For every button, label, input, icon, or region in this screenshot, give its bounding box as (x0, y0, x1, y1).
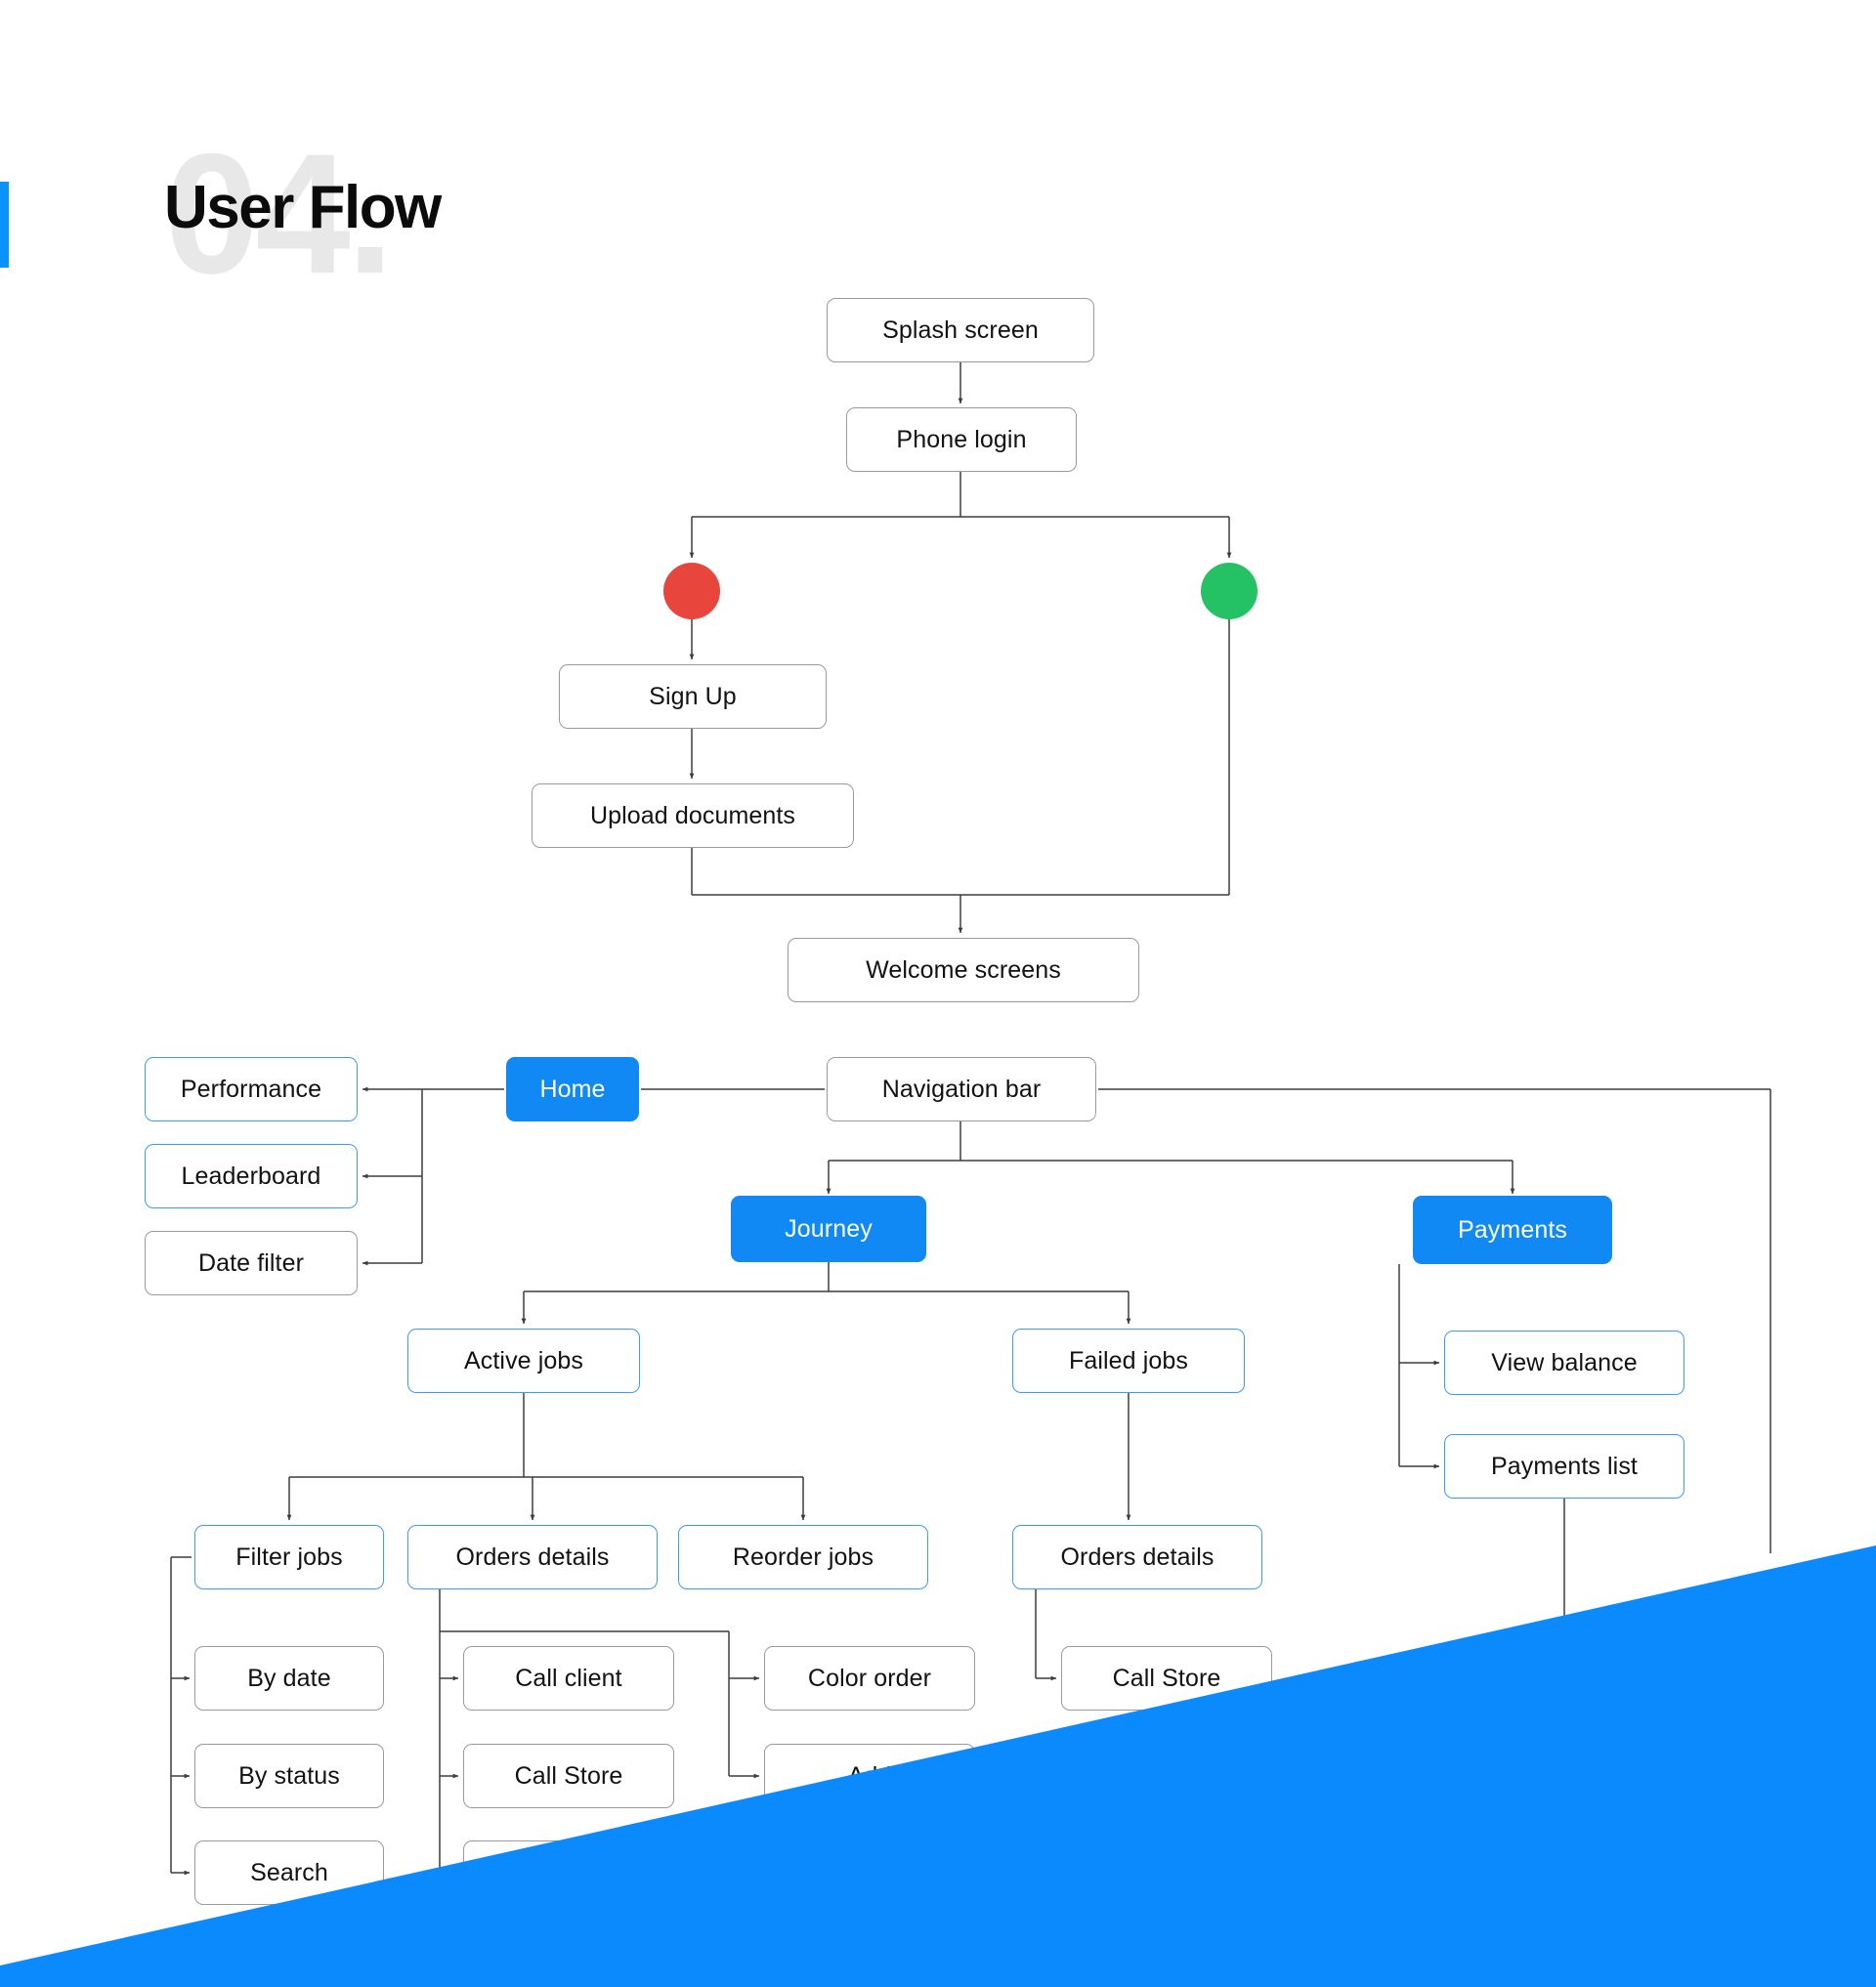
flow-node-label: Performance (180, 1075, 322, 1103)
flow-node-filter-jobs[interactable]: Filter jobs (194, 1525, 384, 1589)
flow-node-label: Home (539, 1075, 606, 1103)
flow-node-label: Orders details (1060, 1543, 1215, 1571)
flow-node-by-date[interactable]: By date (194, 1646, 384, 1711)
flow-node-upload-docs[interactable]: Upload documents (532, 783, 854, 848)
flow-node-payments[interactable]: Payments (1413, 1196, 1612, 1264)
flow-node-label: Call client (515, 1664, 622, 1692)
flow-node-label: By status (238, 1761, 340, 1790)
flow-node-label: Orders details (455, 1543, 610, 1571)
flow-node-nav-bar[interactable]: Navigation bar (827, 1057, 1096, 1121)
flow-node-view-balance[interactable]: View balance (1444, 1331, 1684, 1395)
flow-node-hidden-1[interactable] (463, 1840, 674, 1905)
flow-node-call-client[interactable]: Call client (463, 1646, 674, 1711)
flow-node-label: Sign Up (649, 682, 737, 710)
flow-node-label: Leaderboard (181, 1162, 321, 1190)
flow-node-label: Call Store (1112, 1664, 1221, 1692)
flow-node-search[interactable]: Search (194, 1840, 384, 1905)
flow-node-label: Welcome screens (866, 955, 1061, 984)
flow-node-label: Phone login (896, 425, 1027, 453)
decision-node-green[interactable] (1201, 563, 1258, 619)
flow-node-payments-list[interactable]: Payments list (1444, 1434, 1684, 1499)
flow-node-label: Splash screen (882, 316, 1039, 344)
flow-node-reorder-jobs[interactable]: Reorder jobs (678, 1525, 928, 1589)
flow-node-active-jobs[interactable]: Active jobs (407, 1329, 640, 1393)
flow-node-phone-login[interactable]: Phone login (846, 407, 1077, 472)
flow-node-by-status[interactable]: By status (194, 1744, 384, 1808)
flow-node-journey[interactable]: Journey (731, 1196, 926, 1262)
flow-node-date-filter[interactable]: Date filter (145, 1231, 358, 1295)
flow-node-label: Call Store (514, 1761, 623, 1790)
flow-node-label: Navigation bar (881, 1075, 1042, 1103)
flow-node-label: Add (847, 1761, 892, 1790)
flow-node-label: Payments list (1491, 1452, 1638, 1480)
accent-bar (0, 182, 9, 268)
flow-node-label: Active jobs (464, 1346, 583, 1374)
flow-node-label: Date filter (197, 1248, 305, 1277)
section-number-watermark: 04. (164, 119, 394, 310)
flow-node-label: By date (247, 1664, 331, 1692)
flow-node-label: Payments (1458, 1215, 1567, 1244)
flow-node-call-store-1[interactable]: Call Store (463, 1744, 674, 1808)
flow-node-label: Journey (785, 1214, 873, 1243)
page-title: User Flow (164, 174, 442, 241)
flow-node-call-store-2[interactable]: Call Store (1061, 1646, 1272, 1711)
flow-node-label: Failed jobs (1069, 1346, 1188, 1374)
flow-node-failed-jobs[interactable]: Failed jobs (1012, 1329, 1245, 1393)
flow-node-welcome[interactable]: Welcome screens (788, 938, 1139, 1002)
flow-node-label: Upload documents (589, 801, 796, 829)
decision-node-red[interactable] (663, 563, 720, 619)
flow-node-performance[interactable]: Performance (145, 1057, 358, 1121)
flow-node-splash[interactable]: Splash screen (827, 298, 1094, 362)
flow-node-label: View balance (1491, 1348, 1638, 1376)
flow-node-home[interactable]: Home (506, 1057, 639, 1121)
flow-node-label: Search (250, 1858, 328, 1886)
flow-node-orders-1[interactable]: Orders details (407, 1525, 658, 1589)
flow-node-add-item[interactable]: Add (764, 1744, 975, 1808)
flow-node-label: Color order (807, 1664, 932, 1692)
flow-node-label: Reorder jobs (732, 1543, 874, 1571)
flow-node-leaderboard[interactable]: Leaderboard (145, 1144, 358, 1208)
flow-node-sign-up[interactable]: Sign Up (559, 664, 827, 729)
flow-node-label: Filter jobs (235, 1543, 343, 1571)
flow-node-color-order[interactable]: Color order (764, 1646, 975, 1711)
flow-node-orders-2[interactable]: Orders details (1012, 1525, 1262, 1589)
